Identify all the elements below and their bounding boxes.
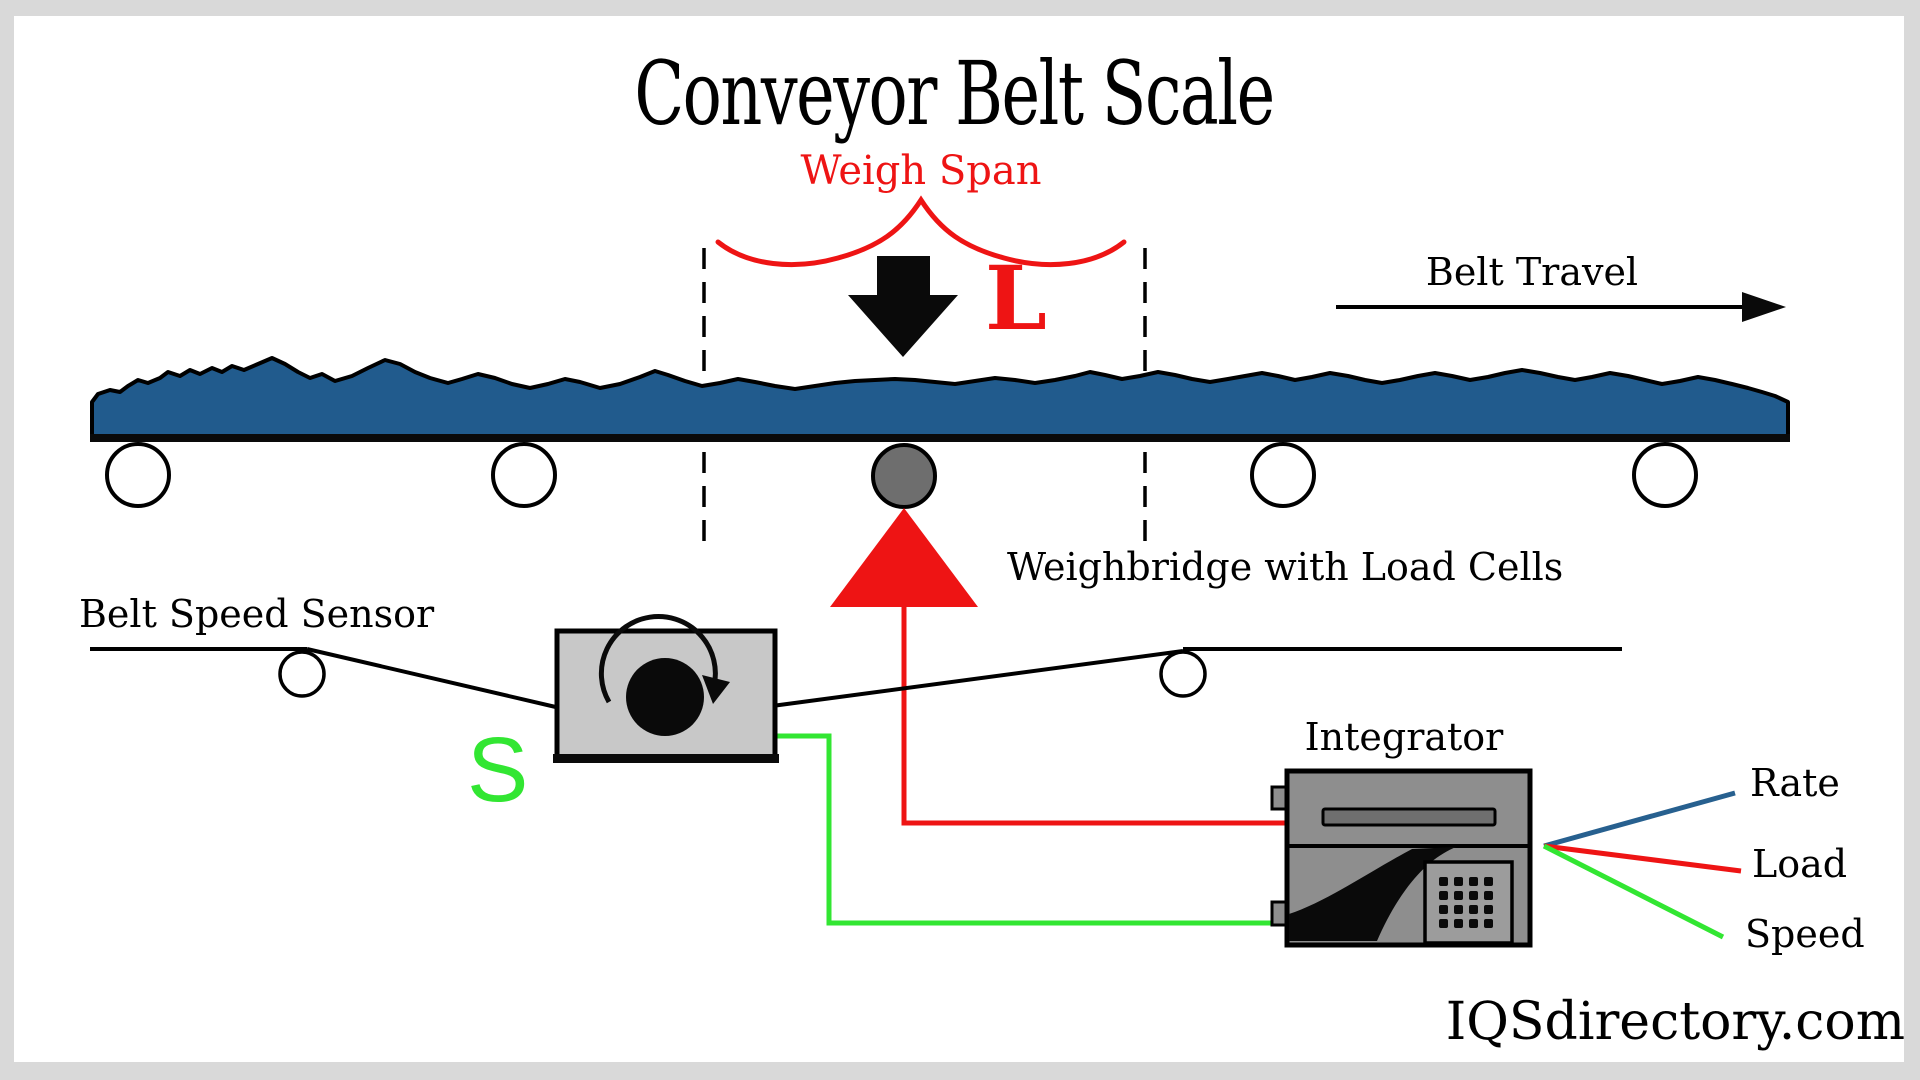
sensor-pulley-right [1159,650,1207,698]
weigh-idler-roller [871,443,937,509]
load-down-arrow-icon [848,256,958,357]
weigh-span-label: Weigh Span [800,148,1042,194]
speed-symbol: S [467,719,529,821]
belt-speed-sensor-label: Belt Speed Sensor [79,592,435,636]
idler-roller-2 [491,442,557,508]
load-symbol: L [985,246,1047,350]
weigh-span-brace [715,195,1127,268]
rotation-arrow-icon [598,614,718,704]
idler-roller-5 [1632,442,1698,508]
weighbridge-label: Weighbridge with Load Cells [1007,545,1564,589]
sensor-pulley-left [278,650,326,698]
rate-label: Rate [1750,761,1840,805]
idler-roller-4 [1250,442,1316,508]
rotation-arrowhead-icon [702,675,730,704]
speed-signal-wire [775,733,1289,926]
integrator-swoosh [1289,847,1456,941]
speed-label: Speed [1745,912,1865,956]
sensor-rotor-icon [626,658,704,736]
belt-travel-label: Belt Travel [1425,250,1639,294]
idler-roller-1 [105,442,171,508]
sensor-belt-diagonal-right [771,649,1184,708]
load-cell-triangle-icon [830,508,978,607]
integrator-keypad [1423,860,1514,945]
watermark: IQSdirectory.com [1445,992,1905,1052]
integrator-display [1321,807,1497,827]
diagram-canvas [14,16,1904,1062]
belt-travel-arrowhead-icon [1742,292,1786,322]
rate-output-line [1543,790,1736,849]
keypad-keys [1439,877,1493,928]
speed-output-line [1542,843,1725,940]
belt-material [90,356,1790,440]
belt-line [90,434,1790,442]
speed-sensor-box-base [553,754,779,763]
load-label: Load [1752,842,1848,886]
diagram-title: Conveyor Belt Scale [634,42,1275,145]
load-signal-wire [901,607,1289,826]
load-output-line [1543,843,1742,874]
sensor-belt-diagonal-left [306,647,561,710]
integrator-label: Integrator [1304,715,1504,759]
